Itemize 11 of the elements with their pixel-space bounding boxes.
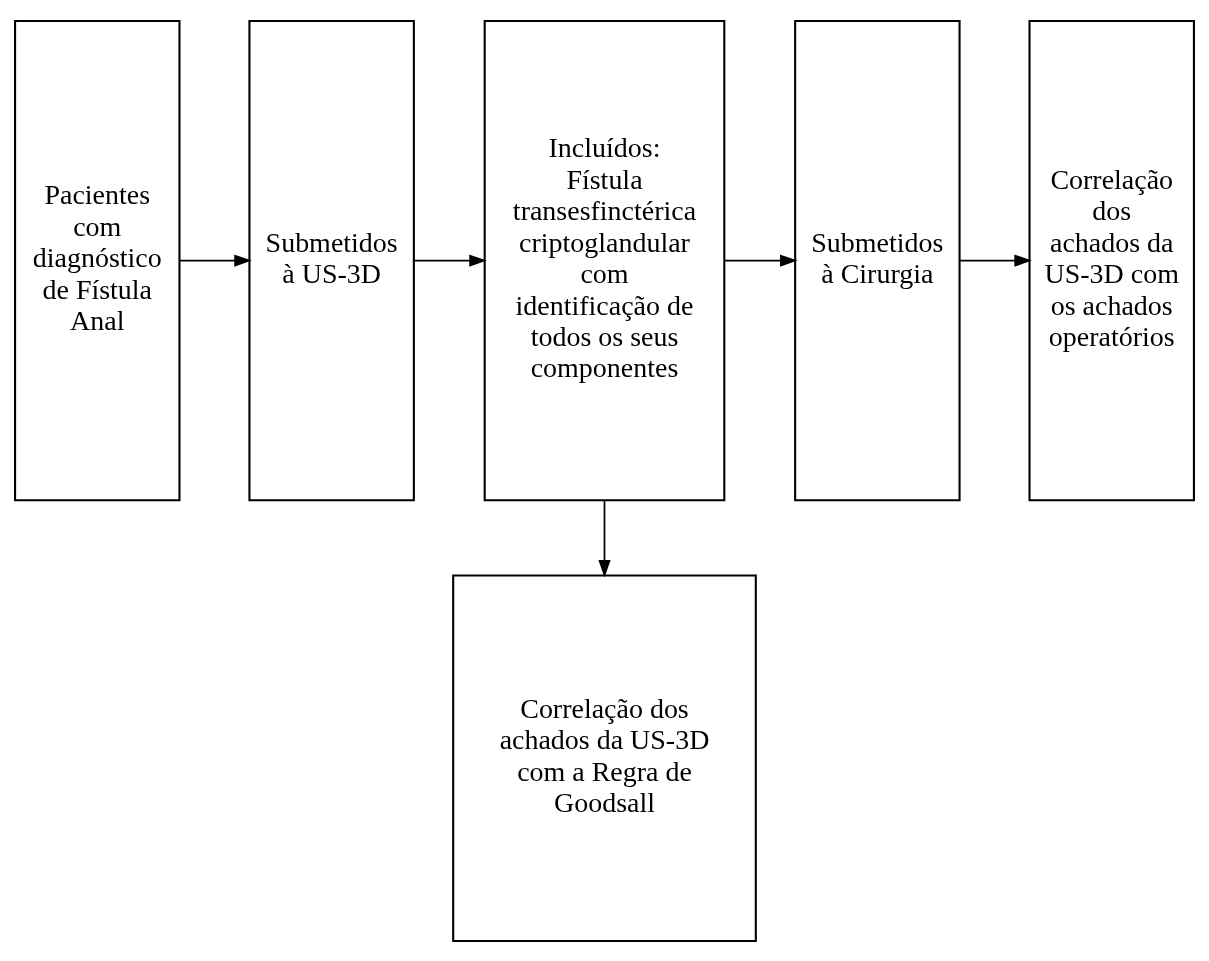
node-box: Submetidos à US-3D bbox=[248, 19, 415, 501]
node-box: Correlação dos achados da US-3D com a Regra de Goodsall bbox=[452, 573, 757, 942]
node-box: Pacientes com diagnóstico de Fístula Anal bbox=[14, 19, 181, 501]
node-box: Incluídos: Fístula transesfinctérica criptoglandular com identificação de todos os seus componentes bbox=[483, 19, 726, 501]
arrow bbox=[598, 499, 611, 577]
arrow bbox=[723, 254, 798, 267]
arrow bbox=[413, 254, 487, 267]
arrow bbox=[178, 254, 252, 267]
arrow bbox=[958, 254, 1032, 267]
node-box: Submetidos à Cirurgia bbox=[794, 19, 961, 501]
node-box: Correlação dos achados da US-3D com os achados operatórios bbox=[1028, 19, 1195, 501]
